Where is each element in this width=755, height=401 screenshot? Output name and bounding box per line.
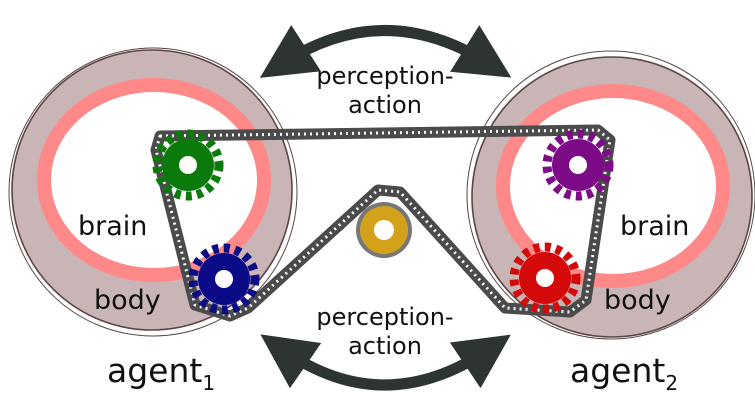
agent1-name: agent [107,351,202,390]
agent1-subscript: 1 [202,371,215,395]
agent2-body-label: body [604,285,671,316]
top-double-arrow-icon [259,24,512,78]
agent2-subscript: 2 [665,371,678,395]
perception-action-bottom-line1: perception- [316,303,453,331]
gear-red-icon [509,242,581,314]
agent2-brain-area [510,98,716,274]
agent1-body-outline [11,49,293,331]
agent2-brain-label: brain [620,211,689,242]
bottom-double-arrow-icon [260,334,511,391]
agent1-label: agent1 [107,351,215,395]
agent1-brain-label: brain [78,211,147,242]
agent2-name: agent [570,351,665,390]
agent1-body-outline-sketch [8,47,298,337]
agent1-body-label: body [94,285,161,316]
agent2-body-outline [471,56,753,338]
gear-navy-icon [188,243,260,315]
perception-action-bottom-line2: action [348,332,422,360]
gear-green-icon [152,129,224,201]
agent2-label: agent2 [570,351,678,395]
agent2-brain-ring [496,84,730,288]
coupling-belt [150,124,616,322]
pulley-icon [356,202,412,258]
perception-action-top-line1: perception- [316,62,453,90]
agent2-body-outline-sketch [466,50,755,340]
gear-purple-icon [542,129,614,201]
perception-action-top-line2: action [348,91,422,119]
belt-teeth [154,128,612,318]
agent1-brain-ring [37,78,271,282]
